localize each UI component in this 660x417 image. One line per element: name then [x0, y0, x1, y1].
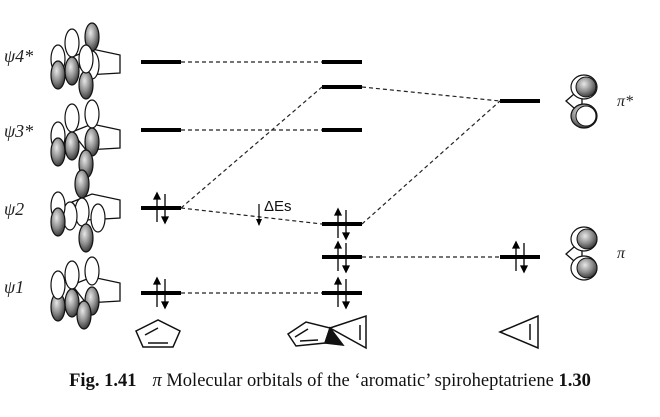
figure-number: Fig. 1.41 [69, 371, 137, 391]
orbital-pi-star-right [565, 74, 598, 129]
mo-diagram: ψ4* ψ3* ψ2 ψ1 [4, 22, 633, 350]
delta-es-annotation: ΔEs [256, 198, 292, 226]
electron-pair [511, 240, 529, 274]
molecule-cyclopentadiene [135, 319, 181, 348]
compound-number: 1.30 [558, 371, 591, 391]
psi3-label: ψ3* [4, 121, 33, 141]
orbital-psi2 [50, 169, 121, 253]
molecule-spiroheptatriene [286, 314, 367, 350]
electron-pair [333, 207, 351, 241]
correlation-lines [180, 61, 501, 294]
psi4-label: ψ4* [4, 46, 33, 66]
caption-text: Molecular orbitals of the ‘aromatic’ spi… [161, 371, 559, 391]
psi2-label: ψ2 [4, 199, 24, 219]
psi-labels: ψ4* ψ3* ψ2 ψ1 [4, 46, 33, 297]
energy-levels [141, 60, 540, 295]
electron-pair [152, 191, 170, 225]
pi-label: π [617, 245, 626, 262]
delta-es-label: ΔEs [264, 198, 292, 215]
orbital-psi3 [50, 99, 121, 179]
orbital-psi4 [50, 22, 121, 100]
figure-caption: Fig. 1.41 π Molecular orbitals of the ‘ar… [0, 371, 660, 392]
electron-pair [152, 276, 170, 310]
orbital-pi-right [565, 226, 598, 281]
electron-pair [333, 276, 351, 310]
electron-pair [333, 240, 351, 274]
electron-pairs [152, 191, 529, 310]
psi1-label: ψ1 [4, 277, 24, 297]
pi-star-label: π* [617, 93, 633, 110]
molecule-cyclopropene [498, 314, 539, 350]
orbital-psi1 [50, 256, 121, 330]
pi-symbol: π [152, 371, 162, 391]
